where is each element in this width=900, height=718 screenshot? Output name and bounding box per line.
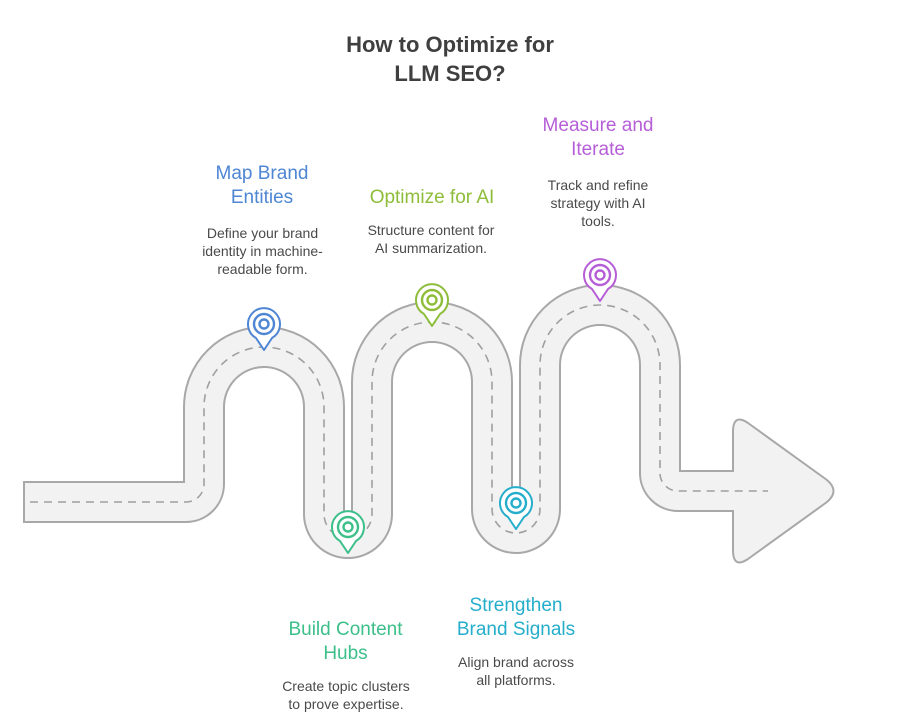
pin-outer-ring: [504, 491, 528, 515]
step-title-strengthen-brand-signals: Strengthen Brand Signals: [456, 595, 576, 640]
step-title-measure-and-iterate: Measure and Iterate: [542, 115, 654, 160]
step-title-map-brand-entities: Map Brand Entities: [215, 163, 309, 208]
step-desc-strengthen-brand-signals: Align brand across all platforms.: [458, 654, 574, 688]
pin-inner-ring: [510, 497, 522, 509]
step-title-optimize-for-ai: Optimize for AI: [369, 187, 495, 208]
step-desc-build-content-hubs: Create topic clusters to prove expertise…: [282, 678, 410, 712]
pin-outer-ring: [252, 312, 276, 336]
pin-inner-ring: [342, 521, 354, 533]
location-pin-icon: [499, 486, 533, 530]
location-pin-icon: [331, 510, 365, 554]
pin-inner-ring: [426, 294, 438, 306]
road-arrow-head: [732, 418, 835, 564]
pin-outer-ring: [588, 263, 612, 287]
step-title-build-content-hubs: Build Content Hubs: [288, 619, 403, 664]
page-title: How to Optimize for LLM SEO?: [346, 32, 554, 86]
step-desc-map-brand-entities: Define your brand identity in machine- r…: [202, 225, 323, 277]
pin-outer-ring: [420, 288, 444, 312]
location-pin-icon: [415, 283, 449, 327]
step-desc-optimize-for-ai: Structure content for AI summarization.: [367, 222, 495, 256]
pin-outer-ring: [336, 515, 360, 539]
pin-inner-ring: [258, 318, 270, 330]
step-desc-measure-and-iterate: Track and refine strategy with AI tools.: [547, 177, 649, 229]
location-pin-icon: [247, 307, 281, 351]
pin-inner-ring: [594, 269, 606, 281]
location-pin-icon: [583, 258, 617, 302]
